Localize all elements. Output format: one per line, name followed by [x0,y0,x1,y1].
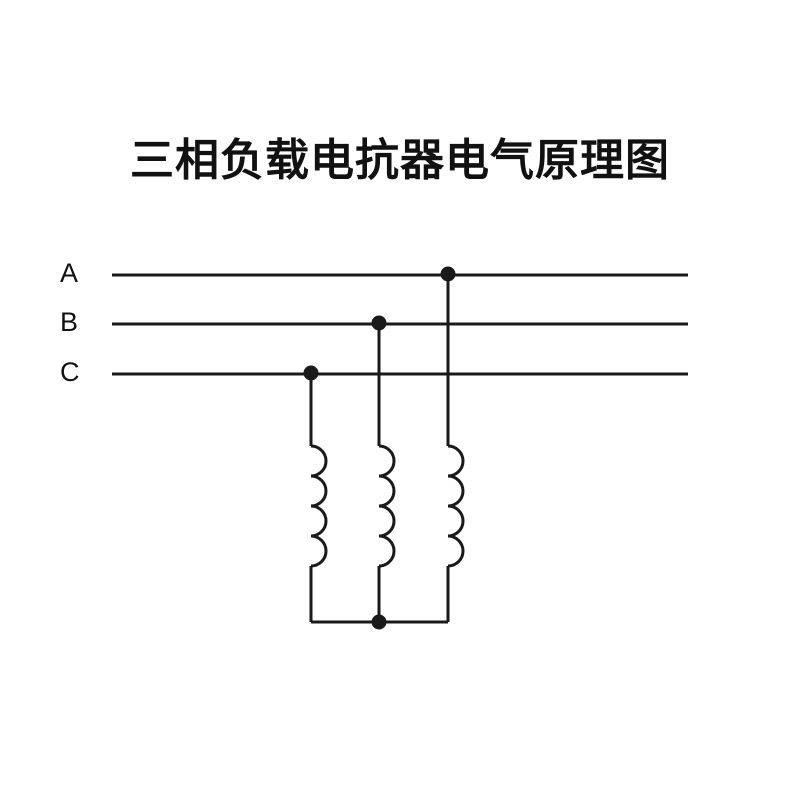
phase-label-b: B [60,307,79,337]
phase-label-a: A [60,258,79,288]
junction-dot-icon [303,365,319,381]
reactor-branch-a [446,275,465,622]
diagram-title: 三相负载电抗器电气原理图 [130,135,670,186]
neutral-junction-dot-icon [371,614,387,630]
reactor-branch-c [309,374,328,622]
junction-dot-icon [440,266,456,282]
junction-dot-icon [371,315,387,331]
inductor-coil-icon [310,444,328,568]
reactor-branch-b [377,324,396,622]
phase-label-c: C [60,357,80,387]
inductor-coil-icon [378,444,396,568]
inductor-coil-icon [447,444,465,568]
